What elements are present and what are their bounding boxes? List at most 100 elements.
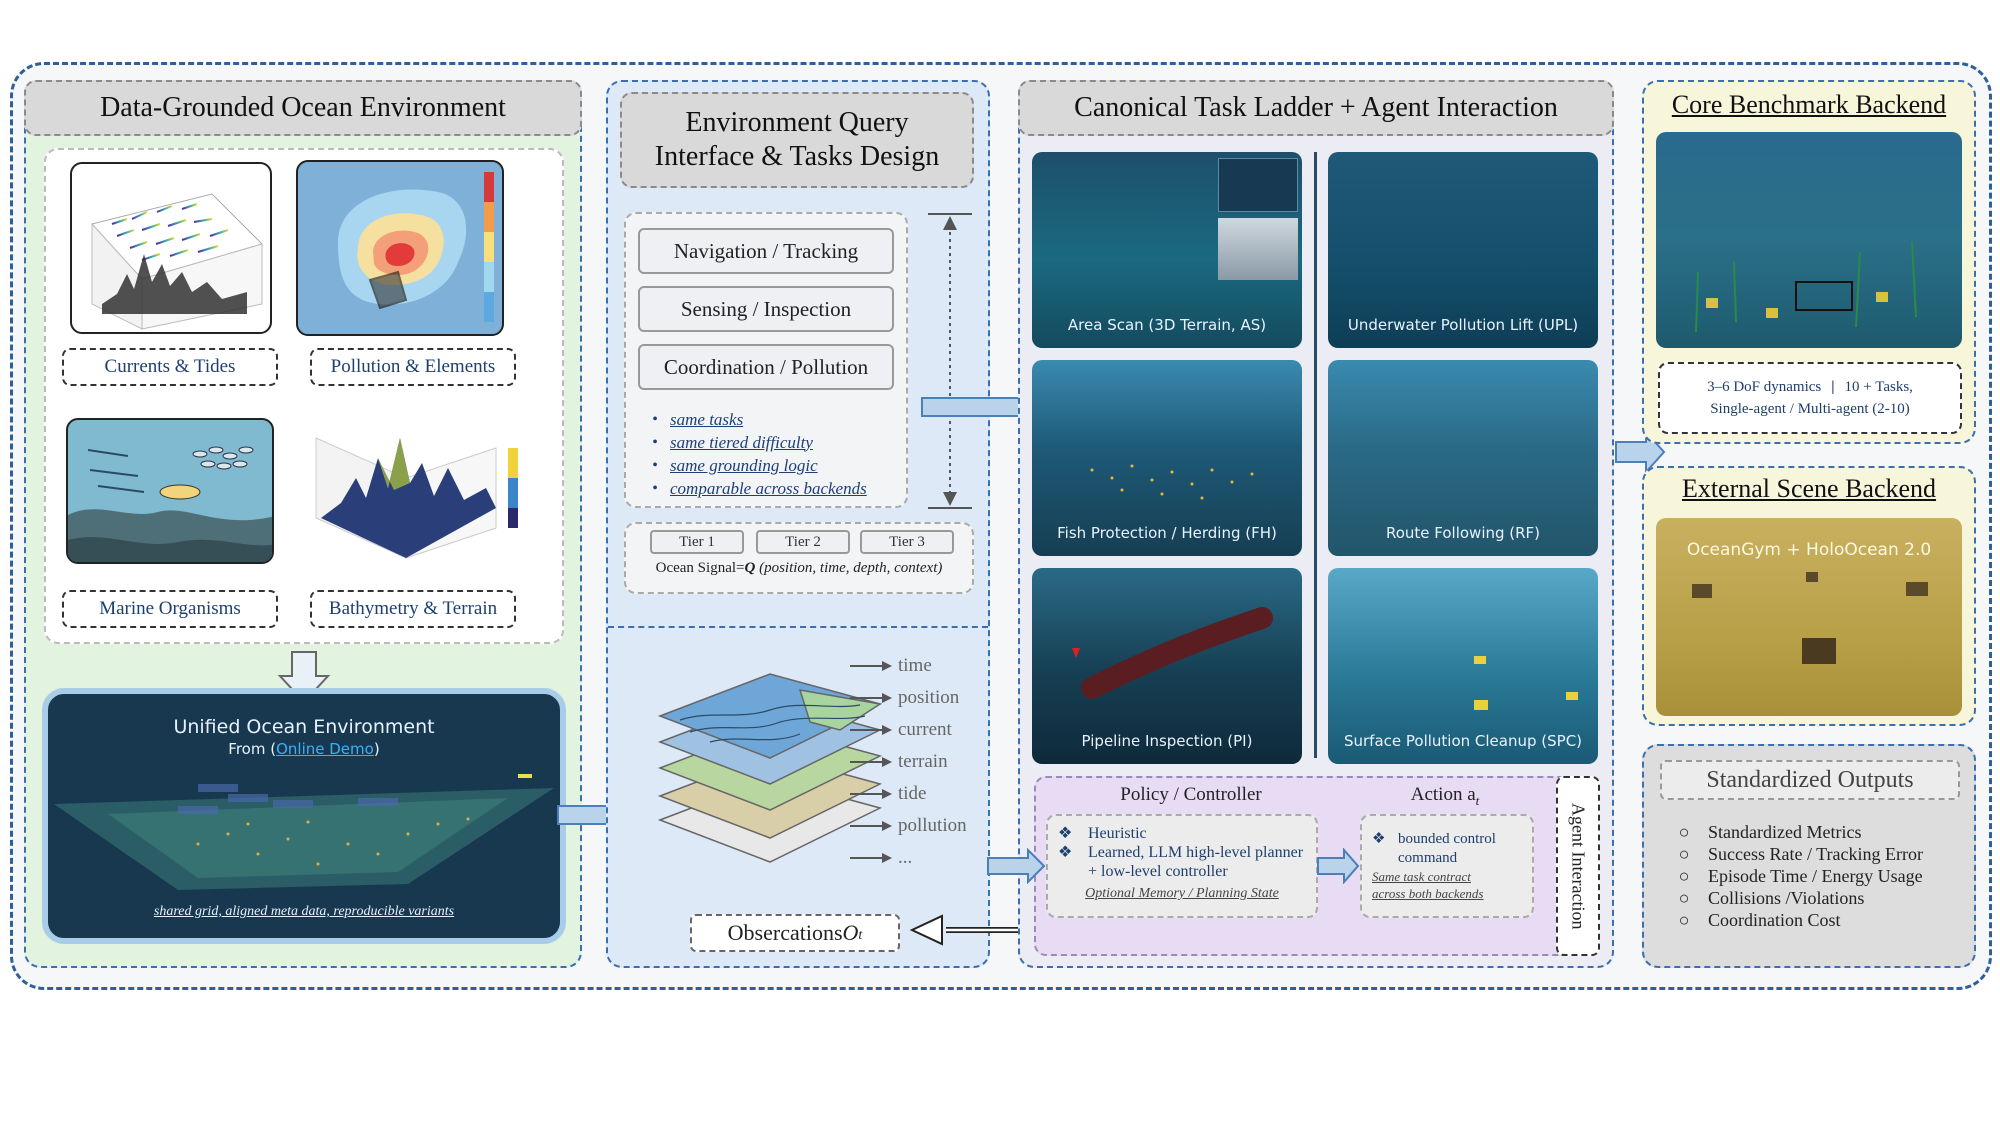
output-row: ○Collisions /Violations	[1678, 888, 1865, 908]
layer-terrain: terrain	[898, 751, 948, 772]
task-caption: Fish Protection / Herding (FH)	[1057, 524, 1277, 542]
external-caption: OceanGym + HoloOcean 2.0	[1686, 540, 1932, 560]
core-dof: 3–6 DoF dynamics	[1707, 379, 1822, 395]
policy-box	[1046, 814, 1318, 918]
output-item: Collisions /Violations	[1708, 888, 1865, 908]
layer-row: position	[848, 682, 988, 714]
layer-row: current	[848, 714, 988, 746]
signal-args: (position, time, depth, context)	[755, 560, 943, 576]
unified-caption: shared grid, aligned meta data, reproduc…	[153, 904, 455, 919]
unified-from-close: )	[373, 740, 380, 758]
policy-note: Optional Memory / Planning State	[1085, 886, 1279, 901]
core-info-line2: Single-agent / Multi-agent (2-10)	[1710, 401, 1910, 417]
option-navigation-tracking[interactable]: Navigation / Tracking	[638, 228, 894, 274]
action-note: Same task contract across both backends	[1360, 868, 1510, 902]
output-item: Coordination Cost	[1708, 910, 1841, 930]
policy-item-row: ❖Heuristic	[1058, 825, 1147, 842]
bullet-row: •comparable across backends	[652, 478, 867, 498]
action-title: Action at	[1360, 784, 1530, 810]
layer-position: position	[898, 687, 960, 708]
action-items: ❖bounded control command	[1372, 830, 1530, 868]
output-row: ○Episode Time / Energy Usage	[1678, 866, 1923, 886]
bullet-row: •same tiered difficulty	[652, 432, 813, 452]
layer-row: pollution	[848, 810, 988, 842]
policy-heuristic: Heuristic	[1088, 825, 1147, 842]
marine-organisms-label: Marine Organisms	[62, 590, 278, 628]
layer-pollution: pollution	[898, 815, 967, 836]
bullet-comparable-backends: comparable across backends	[670, 478, 867, 498]
action-note-line2: across both backends	[1372, 886, 1484, 901]
observations-text: Obsercations	[727, 920, 843, 945]
option-sensing-inspection[interactable]: Sensing / Inspection	[638, 286, 894, 332]
terrain-inset	[1218, 218, 1298, 280]
task-pipeline-inspection[interactable]: Pipeline Inspection (PI)	[1032, 568, 1302, 764]
policy-items: ❖Heuristic ❖Learned, LLM high-level plan…	[1058, 824, 1314, 881]
core-backend-info: 3–6 DoF dynamics|10 + Tasks, Single-agen…	[1658, 362, 1962, 434]
task-caption: Area Scan (3D Terrain, AS)	[1067, 316, 1267, 334]
task-caption: Pipeline Inspection (PI)	[1081, 732, 1253, 750]
task-area-scan[interactable]: Area Scan (3D Terrain, AS)	[1032, 152, 1302, 348]
layer-row: time	[848, 650, 988, 682]
task-caption: Surface Pollution Cleanup (SPC)	[1343, 732, 1583, 750]
currents-tides-label: Currents & Tides	[62, 348, 278, 386]
policy-learned: Learned, LLM high-level planner + low-le…	[1088, 844, 1304, 880]
action-item-row: ❖bounded control command	[1372, 830, 1530, 868]
bathymetry-terrain-label: Bathymetry & Terrain	[310, 590, 516, 628]
task-underwater-pollution-lift[interactable]: Underwater Pollution Lift (UPL)	[1328, 152, 1598, 348]
core-tasks: 10 + Tasks,	[1844, 379, 1913, 395]
bullet-same-tiered-difficulty: same tiered difficulty	[670, 432, 813, 452]
outputs-title: Standardized Outputs	[1660, 760, 1960, 800]
query-divider	[608, 626, 988, 628]
query-panel-title: Environment Query Interface & Tasks Desi…	[620, 92, 974, 188]
task-surface-pollution-cleanup[interactable]: Surface Pollution Cleanup (SPC)	[1328, 568, 1598, 764]
task-caption: Route Following (RF)	[1385, 524, 1541, 542]
outputs-list: ○Standardized Metrics ○Success Rate / Tr…	[1660, 822, 1960, 932]
unified-environment-view: Unified Ocean Environment From (Online D…	[42, 688, 566, 944]
layer-tide: tide	[898, 783, 927, 804]
layer-labels: time position current terrain tide pollu…	[848, 650, 988, 874]
task-fish-protection[interactable]: Fish Protection / Herding (FH)	[1032, 360, 1302, 556]
action-title-text: Action a	[1410, 784, 1476, 805]
output-item: Standardized Metrics	[1708, 822, 1862, 842]
external-backend-title: External Scene Backend	[1681, 474, 1937, 503]
output-row: ○Coordination Cost	[1678, 910, 1841, 930]
bullet-same-grounding-logic: same grounding logic	[670, 455, 818, 475]
action-box	[1360, 814, 1534, 918]
unified-from-text: From (	[228, 740, 277, 758]
signal-symbol: Q	[744, 560, 756, 576]
query-title-line2: Interface & Tasks Design	[654, 141, 940, 172]
layer-row: ...	[848, 842, 988, 874]
currents-tides-image	[70, 162, 272, 334]
policy-item-row: ❖Learned, LLM high-level planner + low-l…	[1058, 843, 1314, 881]
bullet-same-tasks: same tasks	[670, 409, 744, 429]
observations-symbol: O	[842, 920, 859, 945]
task-grid-divider	[1314, 152, 1317, 758]
minimap-inset	[1218, 158, 1298, 212]
agent-label-text: Agent Interaction	[1568, 802, 1589, 930]
action-bounded-control: bounded control command	[1398, 831, 1496, 866]
task-panel-title: Canonical Task Ladder + Agent Interactio…	[1018, 80, 1614, 136]
policy-title: Policy / Controller	[1120, 784, 1262, 805]
layer-row: terrain	[848, 746, 988, 778]
arrow-policy-to-action	[1317, 848, 1360, 884]
bullet-row: •same tasks	[652, 409, 744, 429]
output-row: ○Standardized Metrics	[1678, 822, 1862, 842]
arrow-layers-to-policy	[987, 848, 1046, 884]
core-info-line1: 3–6 DoF dynamics|10 + Tasks,	[1707, 379, 1913, 395]
unified-from: From (Online Demo)	[48, 740, 560, 758]
pollution-elements-label: Pollution & Elements	[310, 348, 516, 386]
design-bullets: •same tasks •same tiered difficulty •sam…	[640, 408, 900, 500]
ocean-signal-formula: Ocean Signal=Q (position, time, depth, c…	[624, 560, 974, 577]
pollution-elements-image	[296, 160, 504, 336]
env-panel-title: Data-Grounded Ocean Environment	[24, 80, 582, 136]
unified-title: Unified Ocean Environment	[173, 716, 435, 738]
online-demo-link[interactable]: Online Demo	[276, 740, 374, 758]
bullet-row: •same grounding logic	[652, 455, 818, 475]
action-title-sub: t	[1475, 792, 1480, 808]
option-coordination-pollution[interactable]: Coordination / Pollution	[638, 344, 894, 390]
marine-organisms-image	[66, 418, 274, 564]
ocean-layer-stack	[657, 673, 883, 863]
difficulty-double-arrow	[928, 213, 972, 509]
task-route-following[interactable]: Route Following (RF)	[1328, 360, 1598, 556]
output-row: ○Success Rate / Tracking Error	[1678, 844, 1923, 864]
